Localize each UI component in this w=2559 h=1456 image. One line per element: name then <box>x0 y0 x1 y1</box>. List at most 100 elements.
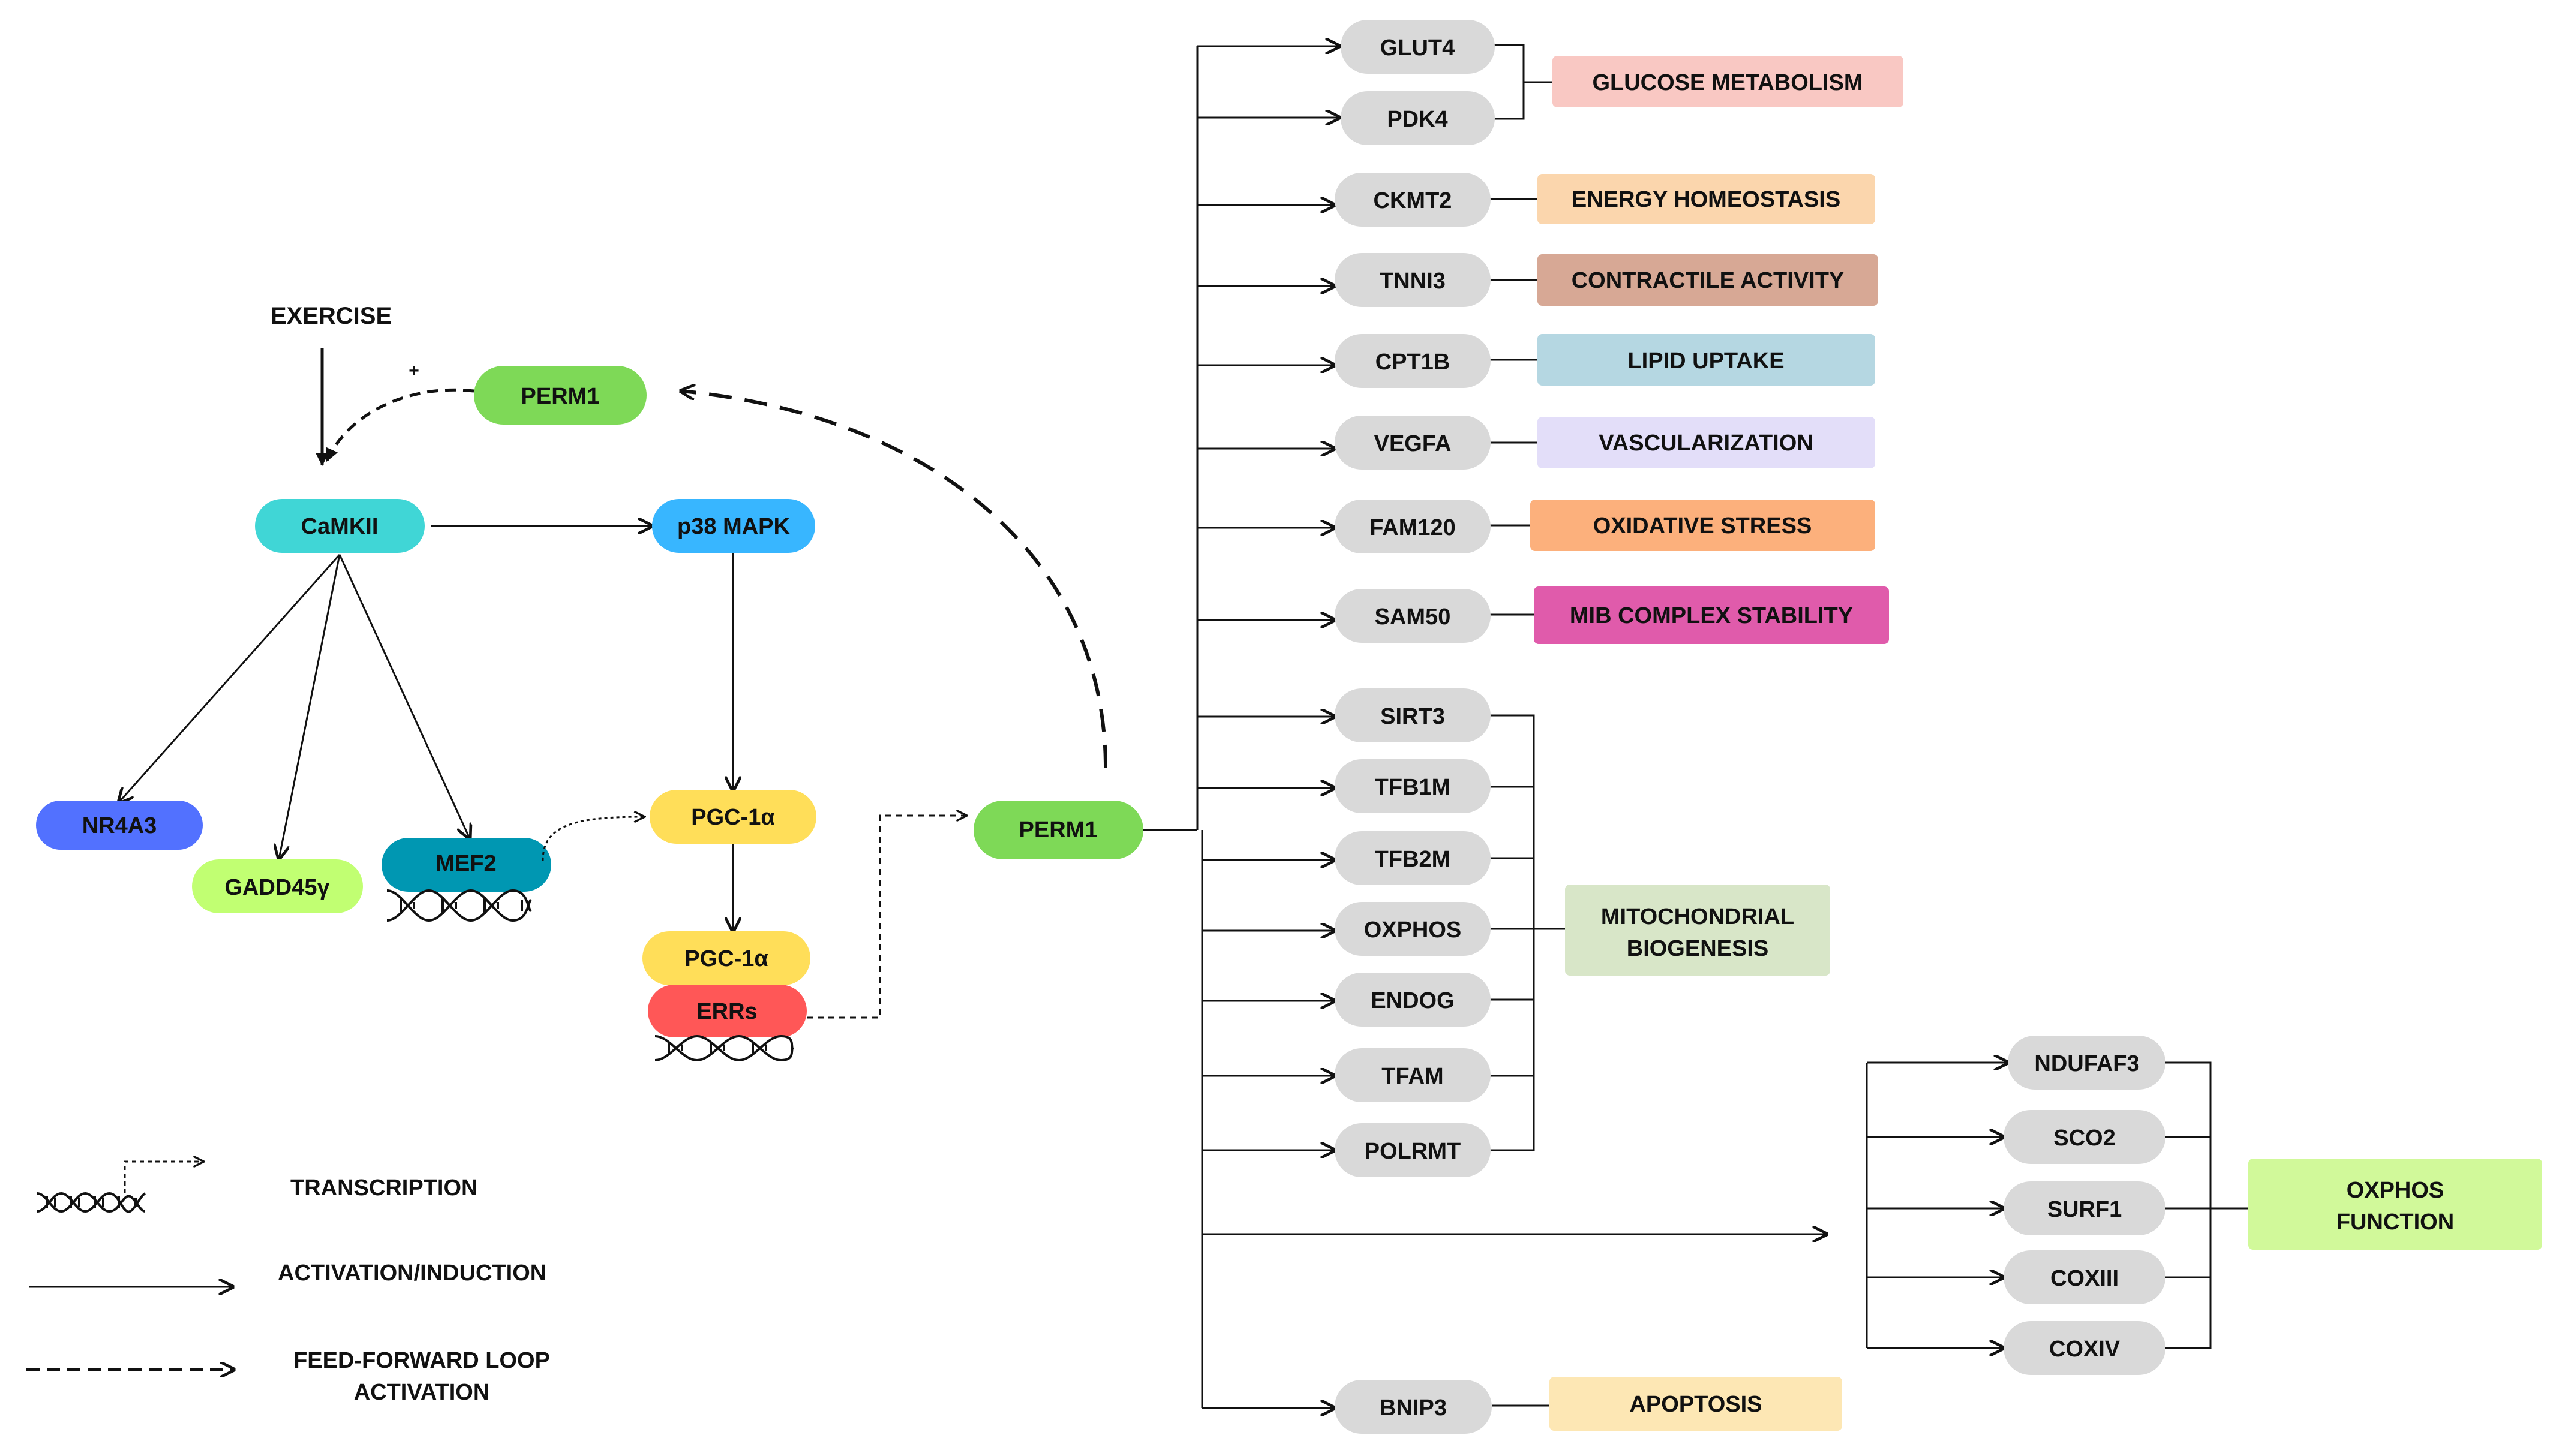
gene-ckmt2: CKMT2 <box>1335 173 1491 227</box>
legend-feedforward-line1: FEED-FORWARD LOOP <box>293 1348 550 1373</box>
perm1-top-label: PERM1 <box>521 384 600 409</box>
gene-oxphos-label: OXPHOS <box>1364 917 1462 943</box>
p38-label: p38 MAPK <box>677 514 790 539</box>
gene-coxiv: COXIV <box>2004 1321 2165 1375</box>
feedforward-arc <box>681 391 1107 768</box>
fn-lipid-label: LIPID UPTAKE <box>1627 348 1784 374</box>
legend-feedforward-line2: ACTIVATION <box>354 1380 490 1405</box>
errs-to-perm1-arrow <box>807 816 967 1019</box>
gene-fam120: FAM120 <box>1335 500 1491 553</box>
camkii-to-mef2-arrow <box>338 554 470 838</box>
errs-pill <box>648 985 807 1037</box>
gene-tfb1m: TFB1M <box>1335 759 1491 813</box>
p38-pill <box>652 499 815 553</box>
gene-tfam: TFAM <box>1335 1048 1491 1102</box>
branch-arrows <box>1197 46 1827 1408</box>
fn-mito: MITOCHONDRIAL BIOGENESIS <box>1565 885 1830 976</box>
legend: TRANSCRIPTION ACTIVATION/INDUCTION FEED-… <box>26 1162 550 1405</box>
fn-lipid: LIPID UPTAKE <box>1537 334 1875 386</box>
p38-node: p38 MAPK <box>652 499 815 553</box>
gene-pdk4: PDK4 <box>1341 91 1495 145</box>
perm1-center-node: PERM1 <box>974 801 1143 859</box>
gene-endog-label: ENDOG <box>1371 988 1454 1013</box>
gene-coxiv-label: COXIV <box>2049 1337 2121 1362</box>
fn-mib-label: MIB COMPLEX STABILITY <box>1570 603 1853 628</box>
gene-coxiii: COXIII <box>2004 1250 2165 1304</box>
pgc-top-node: PGC-1α <box>650 790 816 844</box>
gene-sco2-label: SCO2 <box>2053 1126 2115 1151</box>
camkii-label: CaMKII <box>301 514 379 539</box>
camkii-to-nr4a3-arrow <box>119 554 341 802</box>
gene-tfb1m-label: TFB1M <box>1375 775 1451 800</box>
bracket-oxphos-fn <box>2165 1061 2212 1349</box>
fn-oxidative-label: OXIDATIVE STRESS <box>1593 513 1812 539</box>
fn-energy-label: ENERGY HOMEOSTASIS <box>1572 187 1840 212</box>
mef2-dna-icon <box>386 889 532 922</box>
nr4a3-node: NR4A3 <box>36 801 203 850</box>
gene-sam50: SAM50 <box>1335 589 1491 643</box>
nr4a3-pill <box>36 801 203 850</box>
gene-bnip3-label: BNIP3 <box>1380 1395 1447 1421</box>
gene-tfb2m-label: TFB2M <box>1375 847 1451 872</box>
gene-glut4: GLUT4 <box>1341 20 1495 74</box>
mef2-label: MEF2 <box>435 851 496 876</box>
gene-tnni3-label: TNNI3 <box>1380 269 1446 294</box>
fn-energy: ENERGY HOMEOSTASIS <box>1537 174 1875 224</box>
gene-ndufaf3: NDUFAF3 <box>2008 1036 2165 1090</box>
perm1-top-node: PERM1 <box>474 366 647 425</box>
gene-ndufaf3-label: NDUFAF3 <box>2034 1051 2139 1076</box>
pgc-top-label: PGC-1α <box>691 805 775 830</box>
gene-bnip3: BNIP3 <box>1335 1380 1492 1434</box>
camkii-node: CaMKII <box>255 499 425 553</box>
gene-fam120-label: FAM120 <box>1369 515 1456 540</box>
gene-tfb2m: TFB2M <box>1335 831 1491 885</box>
fn-glucose: GLUCOSE METABOLISM <box>1552 56 1903 107</box>
errs-dna-icon <box>654 1034 794 1062</box>
bracket-mito <box>1490 714 1535 1151</box>
fn-vascular-label: VASCULARIZATION <box>1599 431 1813 456</box>
perm1-feedback-arrow <box>325 388 474 462</box>
errs-label: ERRs <box>696 999 757 1024</box>
fn-oxphos-line2: FUNCTION <box>2336 1210 2454 1235</box>
pgc-bottom-label: PGC-1α <box>684 946 768 971</box>
gene-sirt3: SIRT3 <box>1335 688 1491 742</box>
perm1-center-label: PERM1 <box>1019 817 1098 843</box>
gene-sco2: SCO2 <box>2004 1110 2165 1164</box>
gene-glut4-label: GLUT4 <box>1380 35 1455 61</box>
perm1-center-pill <box>974 801 1143 859</box>
nr4a3-label: NR4A3 <box>82 813 157 838</box>
fn-contractile-label: CONTRACTILE ACTIVITY <box>1572 268 1845 293</box>
fn-oxphos-line1: OXPHOS <box>2347 1178 2444 1203</box>
gadd-pill <box>192 859 363 913</box>
gene-sam50-label: SAM50 <box>1375 604 1451 630</box>
mef2-to-pgc-arrow <box>542 817 645 861</box>
fn-contractile: CONTRACTILE ACTIVITY <box>1537 254 1878 306</box>
fn-apoptosis-label: APOPTOSIS <box>1629 1392 1762 1417</box>
fn-glucose-label: GLUCOSE METABOLISM <box>1592 70 1863 95</box>
fn-oxidative: OXIDATIVE STRESS <box>1530 500 1875 551</box>
camkii-to-gadd-arrow <box>279 554 341 859</box>
pgc-top-pill <box>650 790 816 844</box>
legend-transcription-label: TRANSCRIPTION <box>290 1175 477 1201</box>
gene-vegfa: VEGFA <box>1335 416 1491 470</box>
perm1-top-pill <box>474 366 647 425</box>
gene-vegfa-label: VEGFA <box>1374 431 1452 456</box>
fn-mito-line1: MITOCHONDRIAL <box>1601 904 1794 929</box>
gene-pdk4-label: PDK4 <box>1387 107 1447 132</box>
gene-ckmt2-label: CKMT2 <box>1374 188 1452 213</box>
gene-sirt3-label: SIRT3 <box>1380 704 1445 729</box>
gadd-node: GADD45γ <box>192 859 363 913</box>
oxphos-subbranch <box>1866 1063 2008 1348</box>
fn-mib: MIB COMPLEX STABILITY <box>1534 586 1889 644</box>
gene-oxphos: OXPHOS <box>1335 902 1491 956</box>
gene-surf1-label: SURF1 <box>2047 1197 2122 1222</box>
gene-endog: ENDOG <box>1335 973 1491 1027</box>
fn-apoptosis: APOPTOSIS <box>1549 1377 1842 1431</box>
bracket-glucose <box>1494 44 1525 120</box>
mef2-node: MEF2 <box>382 838 551 922</box>
mef2-pill <box>382 838 551 892</box>
plus-sign: + <box>409 361 419 381</box>
fn-vascular: VASCULARIZATION <box>1537 417 1875 468</box>
gene-surf1: SURF1 <box>2004 1181 2165 1235</box>
pgc-errs-complex: PGC-1α ERRs <box>642 931 810 1062</box>
